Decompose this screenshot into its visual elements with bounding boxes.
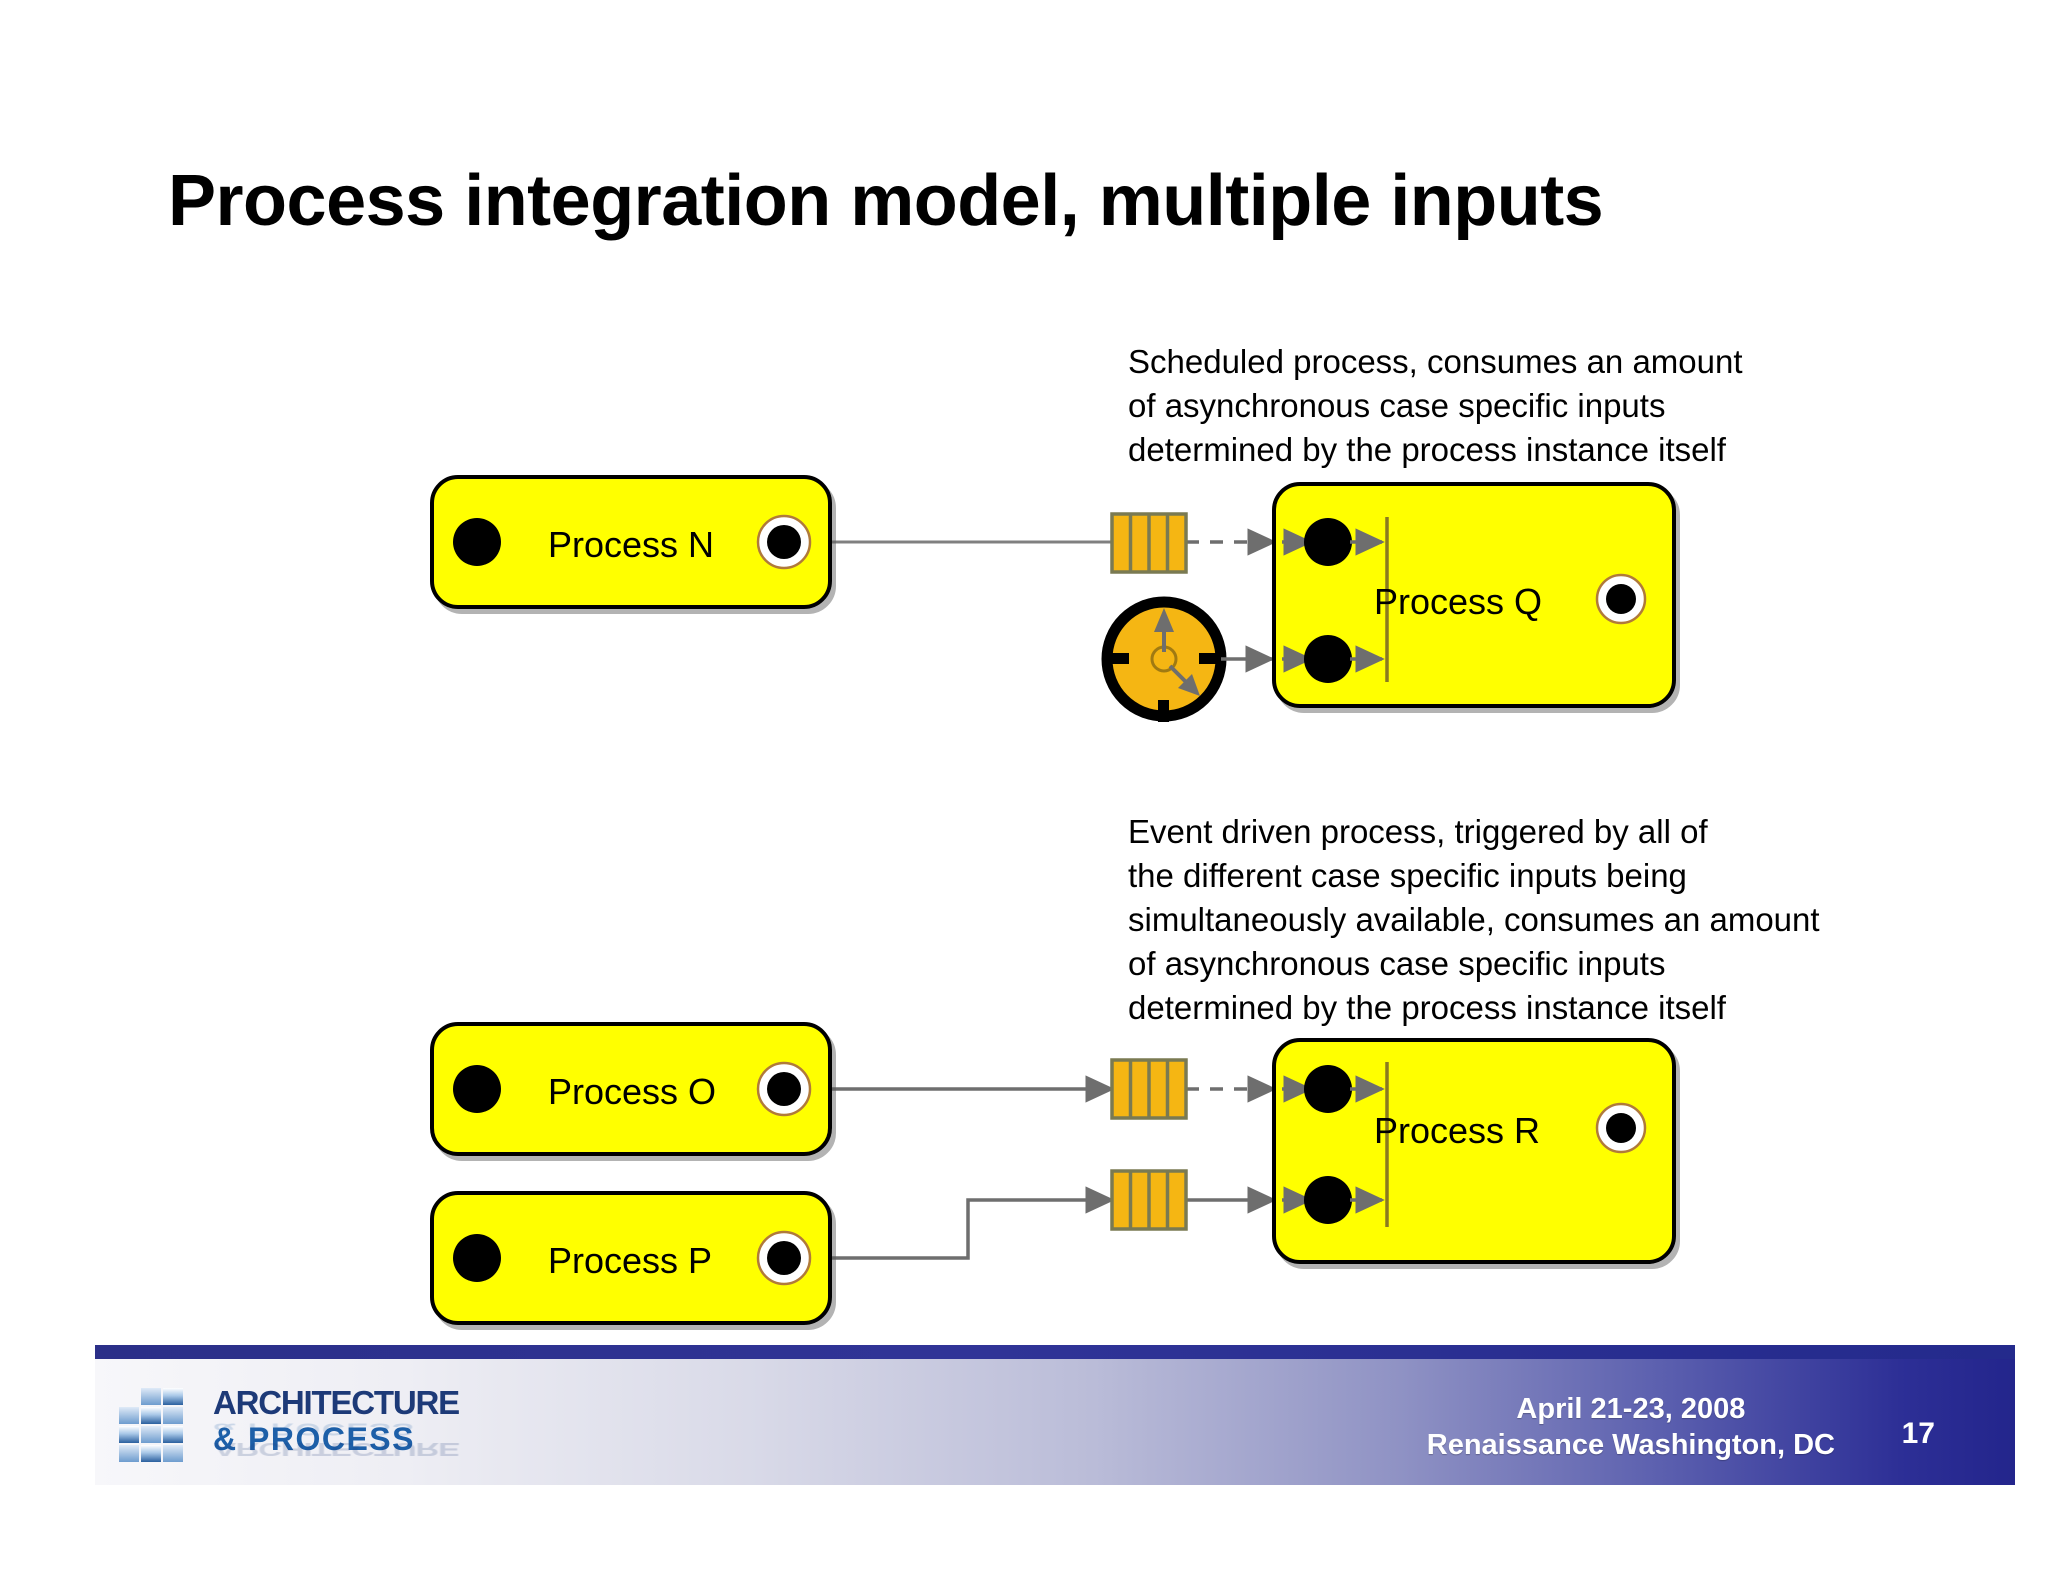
end-event-marker	[756, 514, 812, 570]
logo-mosaic-icon	[119, 1388, 183, 1462]
footer-gradient-band: ARCHITECTURE & PROCESS ARCHITECTURE & PR…	[95, 1359, 2015, 1485]
annotation-event-driven-process: Event driven process, triggered by all o…	[1128, 813, 1820, 1026]
process-box-process-o[interactable]	[430, 1022, 832, 1156]
end-event-marker	[1595, 573, 1647, 625]
footer-accent-bar	[95, 1345, 2015, 1359]
start-event-marker	[453, 518, 501, 566]
event-info: April 21-23, 2008 Renaissance Washington…	[1426, 1393, 1835, 1461]
process-box-process-p[interactable]	[430, 1191, 832, 1325]
slide-footer: ARCHITECTURE & PROCESS ARCHITECTURE & PR…	[95, 1345, 2015, 1485]
start-event-marker	[453, 1234, 501, 1282]
annotation-scheduled-process: Scheduled process, consumes an amount of…	[1128, 343, 1743, 468]
brand-logo: ARCHITECTURE & PROCESS ARCHITECTURE & PR…	[117, 1381, 460, 1481]
logo-line-architecture: ARCHITECTURE	[213, 1384, 460, 1421]
process-label-process-r: Process R	[1374, 1110, 1541, 1151]
process-label-process-p: Process P	[548, 1240, 713, 1281]
queue-icon-top[interactable]	[1110, 512, 1188, 574]
start-event-marker	[453, 1065, 501, 1113]
process-box-process-q[interactable]	[1272, 482, 1676, 708]
inner-start-event-bottom	[1282, 635, 1385, 683]
process-box-process-n[interactable]	[430, 475, 832, 609]
process-label-process-o: Process O	[548, 1071, 717, 1112]
process-label-process-q: Process Q	[1374, 581, 1543, 622]
logo-reflection: ARCHITECTURE & PROCESS	[213, 1419, 459, 1460]
queue-icon-bottom-2[interactable]	[1110, 1169, 1188, 1231]
page-title: Process integration model, multiple inpu…	[168, 161, 1604, 241]
end-event-marker	[756, 1230, 812, 1286]
end-event-marker	[1595, 1102, 1647, 1154]
timer-clock-icon[interactable]	[1101, 596, 1227, 722]
logo-line-process-reflection: & PROCESS	[213, 1419, 415, 1440]
inner-start-event-bottom	[1282, 1176, 1385, 1224]
logo-line-process: & PROCESS	[213, 1421, 415, 1457]
end-event-marker	[756, 1061, 812, 1117]
inner-start-event-top	[1282, 1065, 1385, 1113]
queue-icon-bottom-1[interactable]	[1110, 1058, 1188, 1120]
connector-process-p-to-queue-2	[800, 1186, 1115, 1260]
logo-wordmark: ARCHITECTURE & PROCESS ARCHITECTURE & PR…	[213, 1384, 460, 1531]
logo-line-architecture-reflection: ARCHITECTURE	[213, 1439, 459, 1460]
process-box-process-r[interactable]	[1272, 1038, 1676, 1264]
inner-start-event-top	[1282, 518, 1385, 566]
page-number: 17	[1901, 1417, 1935, 1450]
process-label-process-n: Process N	[548, 524, 715, 565]
